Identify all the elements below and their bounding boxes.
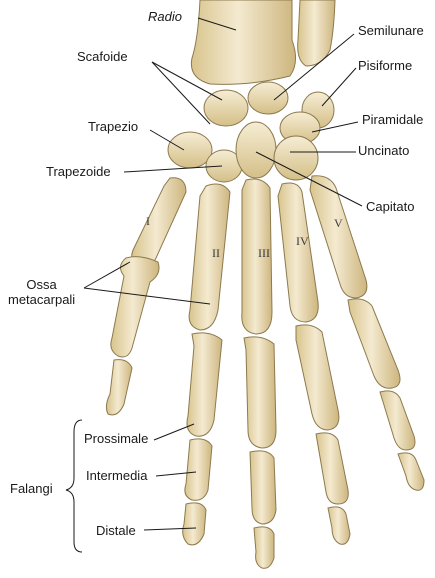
finger-ii-proximal <box>187 333 222 436</box>
finger-v-phalanges <box>348 299 424 490</box>
finger-ii-intermediate <box>185 439 212 500</box>
carpal-bones <box>168 82 334 182</box>
finger-iii-proximal <box>244 337 276 448</box>
thumb-proximal-phalanx <box>111 257 159 357</box>
leader-prossimale <box>154 424 194 440</box>
finger-iv-proximal <box>296 325 339 430</box>
falangi-brace <box>66 420 82 552</box>
numeral-iv: IV <box>296 234 309 249</box>
label-prossimale: Prossimale <box>84 431 148 446</box>
finger-ii-distal <box>183 503 206 545</box>
numeral-i: I <box>146 214 150 229</box>
label-trapezoide: Trapezoide <box>46 164 111 179</box>
finger-iii-intermediate <box>250 451 276 524</box>
label-ossa-metacarpali: Ossa metacarpali <box>8 277 75 307</box>
numeral-iii: III <box>258 246 270 261</box>
finger-ii-phalanges <box>183 333 222 545</box>
metacarpal-iv <box>278 183 318 322</box>
numeral-v: V <box>334 216 343 231</box>
finger-iii-distal <box>254 527 274 568</box>
label-uncinato: Uncinato <box>358 143 409 158</box>
finger-iv-intermediate <box>316 433 348 504</box>
label-capitato: Capitato <box>366 199 414 214</box>
label-trapezio: Trapezio <box>88 119 138 134</box>
forearm-bones <box>191 0 335 84</box>
finger-iv-phalanges <box>296 325 350 544</box>
finger-v-intermediate <box>380 391 415 450</box>
ulna-bone <box>298 0 335 66</box>
finger-v-distal <box>398 453 424 490</box>
metacarpal-ii <box>189 184 230 330</box>
label-distale: Distale <box>96 523 136 538</box>
finger-iv-distal <box>328 507 350 544</box>
capitate-bone <box>236 122 276 178</box>
label-falangi: Falangi <box>10 481 53 496</box>
thumb-distal-phalanx <box>106 360 132 415</box>
lunate-bone <box>248 82 288 114</box>
leader-pisiforme <box>322 68 356 106</box>
scaphoid-bone <box>204 90 248 126</box>
trapezium-bone <box>168 132 212 168</box>
numeral-ii: II <box>212 246 220 261</box>
label-radio: Radio <box>148 9 182 24</box>
label-scafoide: Scafoide <box>77 49 128 64</box>
finger-v-proximal <box>348 299 400 388</box>
metacarpal-i <box>132 178 186 267</box>
finger-iii-phalanges <box>244 337 276 568</box>
radius-bone <box>191 0 295 84</box>
thumb-phalanges <box>106 257 159 415</box>
label-semilunare: Semilunare <box>358 23 424 38</box>
label-pisiforme: Pisiforme <box>358 58 412 73</box>
metacarpal-bones <box>132 176 367 334</box>
hamate-bone <box>274 136 318 180</box>
label-piramidale: Piramidale <box>362 112 423 127</box>
label-intermedia: Intermedia <box>86 468 147 483</box>
